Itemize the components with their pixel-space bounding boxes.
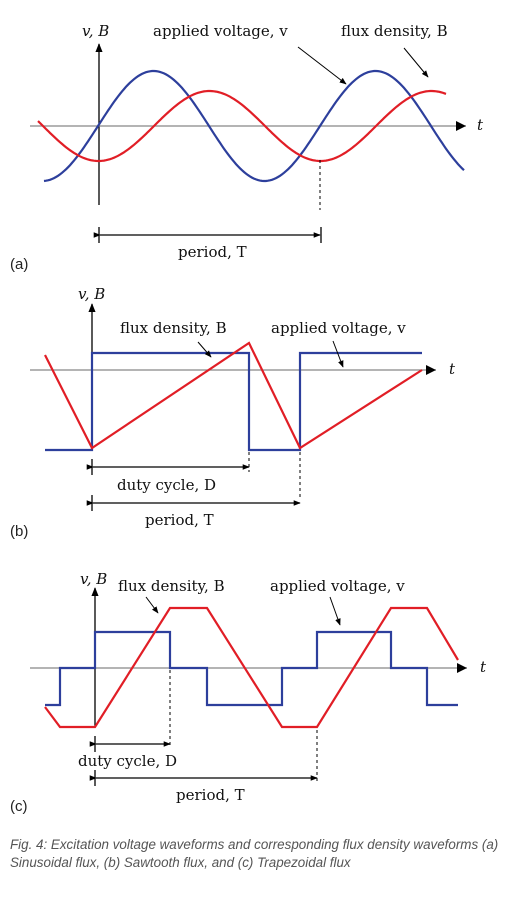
panel-a-x-arrow [456,121,466,131]
panel-c-voltage-pointer [329,596,341,626]
panel-c-x-arrow [457,663,467,673]
panel-b-period-label: period, T [145,511,214,529]
panel-a-period-label: period, T [178,243,247,261]
panel-a-flux-wave [37,89,447,163]
panel-a-y-axis-label: v, B [82,22,109,40]
panel-c-x-axis-label: t [480,658,487,676]
panel-b-voltage-pointer [332,340,344,368]
panel-c-flux-label: flux density, B [118,577,225,595]
panel-c-y-axis-label: v, B [80,570,107,588]
panel-c-period-label: period, T [176,786,245,804]
panel-b-tag: (b) [10,523,28,540]
panel-b-voltage-label: applied voltage, v [271,319,406,337]
panel-a-voltage-pointer [297,46,347,85]
panel-b-flux-label: flux density, B [120,319,227,337]
panel-c-voltage-label: applied voltage, v [270,577,405,595]
panel-a-flux-label: flux density, B [341,22,448,40]
panel-c-flux-pointer [145,596,159,614]
panel-a-flux-pointer [403,47,429,78]
panel-b-voltage-wave [45,351,422,452]
panel-a-x-axis-label: t [477,116,484,134]
panel-b-x-axis-label: t [449,360,456,378]
panel-b-flux-pointer [197,341,212,358]
panel-c-voltage-wave [45,630,458,707]
panel-c-flux-wave [44,606,459,729]
panel-a-voltage-label: applied voltage, v [153,22,288,40]
panel-b: v, B t flux density, B applied voltage, … [10,285,456,540]
excitation-waveforms-figure: v, B t applied voltage, v flux density, … [10,22,487,815]
panel-c-tag: (c) [10,798,28,815]
panel-a-tag: (a) [10,256,28,273]
figure-caption: Fig. 4: Excitation voltage waveforms and… [10,837,499,870]
panel-a-voltage-wave [43,69,465,183]
panel-c-duty-label: duty cycle, D [78,752,177,770]
panel-b-y-axis-label: v, B [78,285,105,303]
panel-a: v, B t applied voltage, v flux density, … [10,22,484,273]
panel-b-flux-wave [44,341,423,450]
panel-c: v, B t flux density, B applied voltage, … [10,570,487,815]
panel-b-duty-label: duty cycle, D [117,476,216,494]
panel-b-x-arrow [426,365,436,375]
